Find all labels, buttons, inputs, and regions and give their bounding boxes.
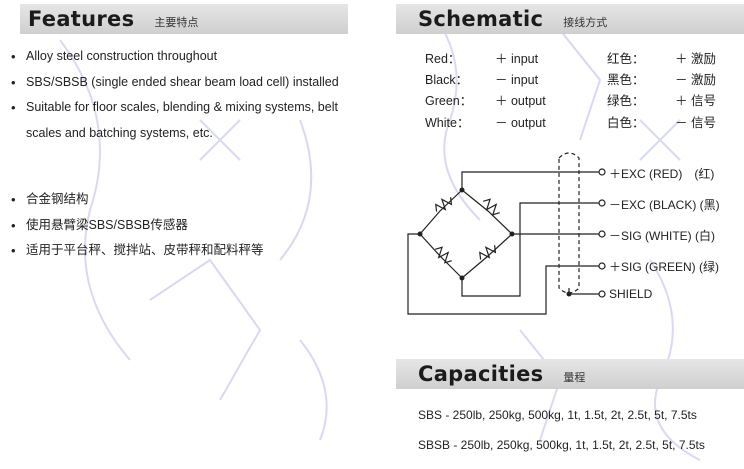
terminal-label-sig-neg: －SIG (WHITE) (白) [609, 229, 715, 243]
feature-item: Suitable for floor scales, blending & mi… [10, 95, 340, 146]
terminal-label-shield: SHIELD [609, 287, 653, 301]
terminal [598, 199, 606, 207]
capacity-line-sbsb: SBSB - 250lb, 250kg, 500kg, 1t, 1.5t, 2t… [418, 438, 705, 452]
terminal [598, 262, 606, 270]
features-title-zh: 主要特点 [154, 16, 199, 29]
capacity-line-sbs: SBS - 250lb, 250kg, 500kg, 1t, 1.5t, 2t,… [418, 408, 697, 422]
wire-func-en: ＋ output [495, 94, 546, 108]
resistor [482, 198, 500, 216]
capacities-title: Capacities [418, 362, 544, 386]
feature-item-zh: 适用于平台秤、搅拌站、皮带秤和配料秤等 [10, 238, 340, 264]
features-title: Features [28, 7, 135, 31]
wire-color-en: Green： [425, 94, 473, 108]
shield-sleeve [558, 152, 580, 294]
wire-color-en: Black： [425, 73, 469, 87]
terminal-label-exc-pos: ＋EXC (RED) (红) [609, 167, 715, 181]
terminal [598, 230, 606, 238]
terminal-label-sig-pos: ＋SIG (GREEN) (绿) [609, 260, 719, 274]
wire-func-en: ＋ input [495, 52, 539, 66]
resistor [434, 246, 452, 264]
capacities-title-zh: 量程 [563, 371, 586, 384]
wire-color-zh: 白色： [607, 116, 645, 130]
terminal [598, 290, 606, 298]
schematic-title-zh: 接线方式 [563, 16, 608, 29]
wire-func-en: － output [495, 116, 546, 130]
schematic-header: Schematic 接线方式 [396, 4, 744, 34]
wire-color-en: Red： [425, 52, 461, 66]
wire-color-zh: 黑色： [607, 73, 645, 87]
features-list-zh: 合金钢结构 使用悬臂梁SBS/SBSB传感器 适用于平台秤、搅拌站、皮带秤和配料… [10, 187, 340, 264]
feature-item-zh: 使用悬臂梁SBS/SBSB传感器 [10, 213, 340, 239]
terminal-label-exc-neg: －EXC (BLACK) (黑) [609, 198, 720, 212]
feature-item: Alloy steel construction throughout [10, 44, 340, 70]
wire-color-zh: 红色： [607, 52, 645, 66]
resistor [435, 197, 453, 212]
bridge-circuit [419, 189, 513, 279]
features-list-en: Alloy steel construction throughout SBS/… [10, 44, 340, 146]
resistor [479, 245, 497, 260]
features-header: Features 主要特点 [20, 4, 348, 34]
wire-color-en: White： [425, 116, 470, 130]
wire-func-zh: ＋ 激励 [675, 52, 716, 66]
wiring-diagram [407, 152, 606, 315]
wire-func-en: － input [495, 73, 539, 87]
wire-func-zh: － 信号 [675, 116, 716, 130]
schematic-title: Schematic [418, 7, 544, 31]
wire-func-zh: ＋ 信号 [675, 94, 716, 108]
feature-item-zh: 合金钢结构 [10, 187, 340, 213]
wire-color-zh: 绿色： [607, 94, 645, 108]
wire-func-zh: － 激励 [675, 73, 716, 87]
feature-item: SBS/SBSB (single ended shear beam load c… [10, 70, 340, 96]
terminal [598, 168, 606, 176]
capacities-header: Capacities 量程 [396, 359, 744, 389]
